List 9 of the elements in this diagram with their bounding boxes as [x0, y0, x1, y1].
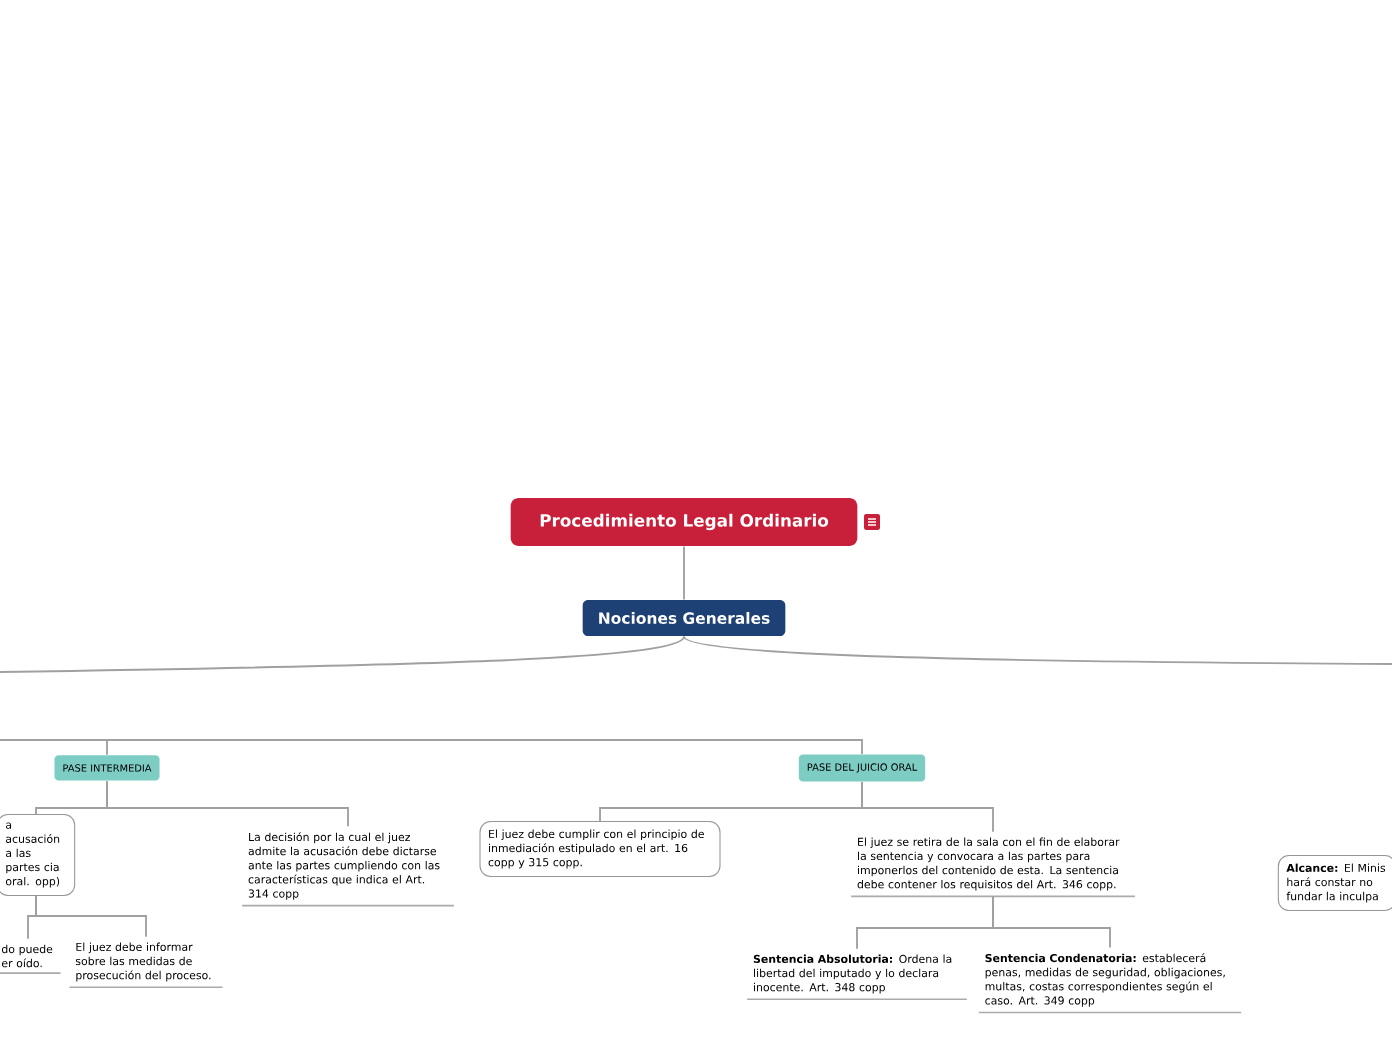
- connector-line: [992, 895, 1111, 949]
- topic-box: Procedimiento Legal Ordinario: [510, 498, 858, 546]
- connector-line: [0, 739, 863, 755]
- connector-line: [35, 895, 147, 938]
- connector-line: [0, 635, 685, 673]
- connector-line: [683, 545, 685, 601]
- connector-line: [106, 780, 349, 828]
- connector-line: [683, 635, 1392, 665]
- connector-line: [861, 781, 994, 833]
